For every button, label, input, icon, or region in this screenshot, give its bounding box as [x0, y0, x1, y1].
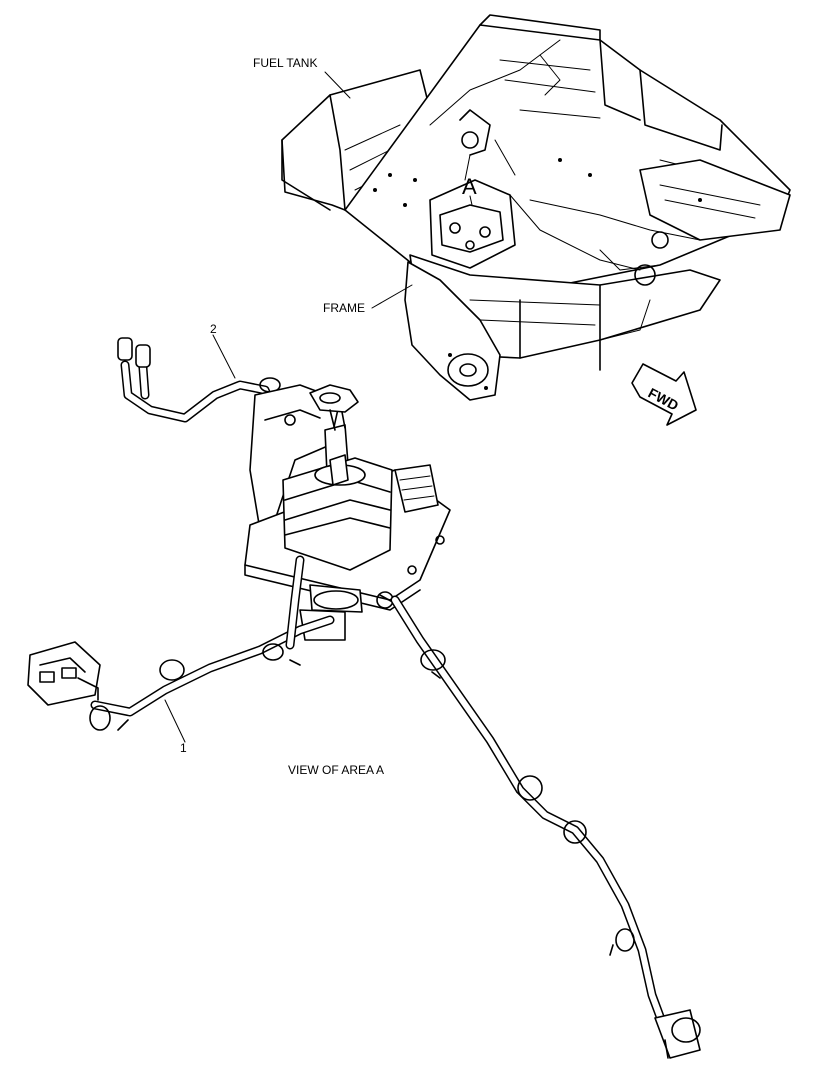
- view-caption: VIEW OF AREA A: [288, 763, 384, 777]
- frame-label: FRAME: [323, 301, 365, 315]
- fuel-tank-leader: [324, 71, 351, 99]
- frame-leader: [371, 284, 413, 309]
- wiring-harness-2: [117, 337, 283, 425]
- fuel-tank-label: FUEL TANK: [253, 56, 317, 70]
- wiring-harness-1: [27, 555, 335, 731]
- callout-2-leader: [212, 334, 236, 379]
- wiring-harness-branch: [390, 595, 701, 1059]
- callout-2: 2: [210, 322, 217, 336]
- callout-1: 1: [180, 741, 187, 755]
- forward-arrow-icon: FWD: [631, 363, 697, 426]
- machine-frame-assembly: [281, 14, 791, 401]
- control-console-base: [244, 454, 451, 611]
- area-a-leader: [469, 195, 473, 206]
- callout-1-leader: [164, 699, 186, 743]
- area-a-marker: A: [462, 174, 477, 199]
